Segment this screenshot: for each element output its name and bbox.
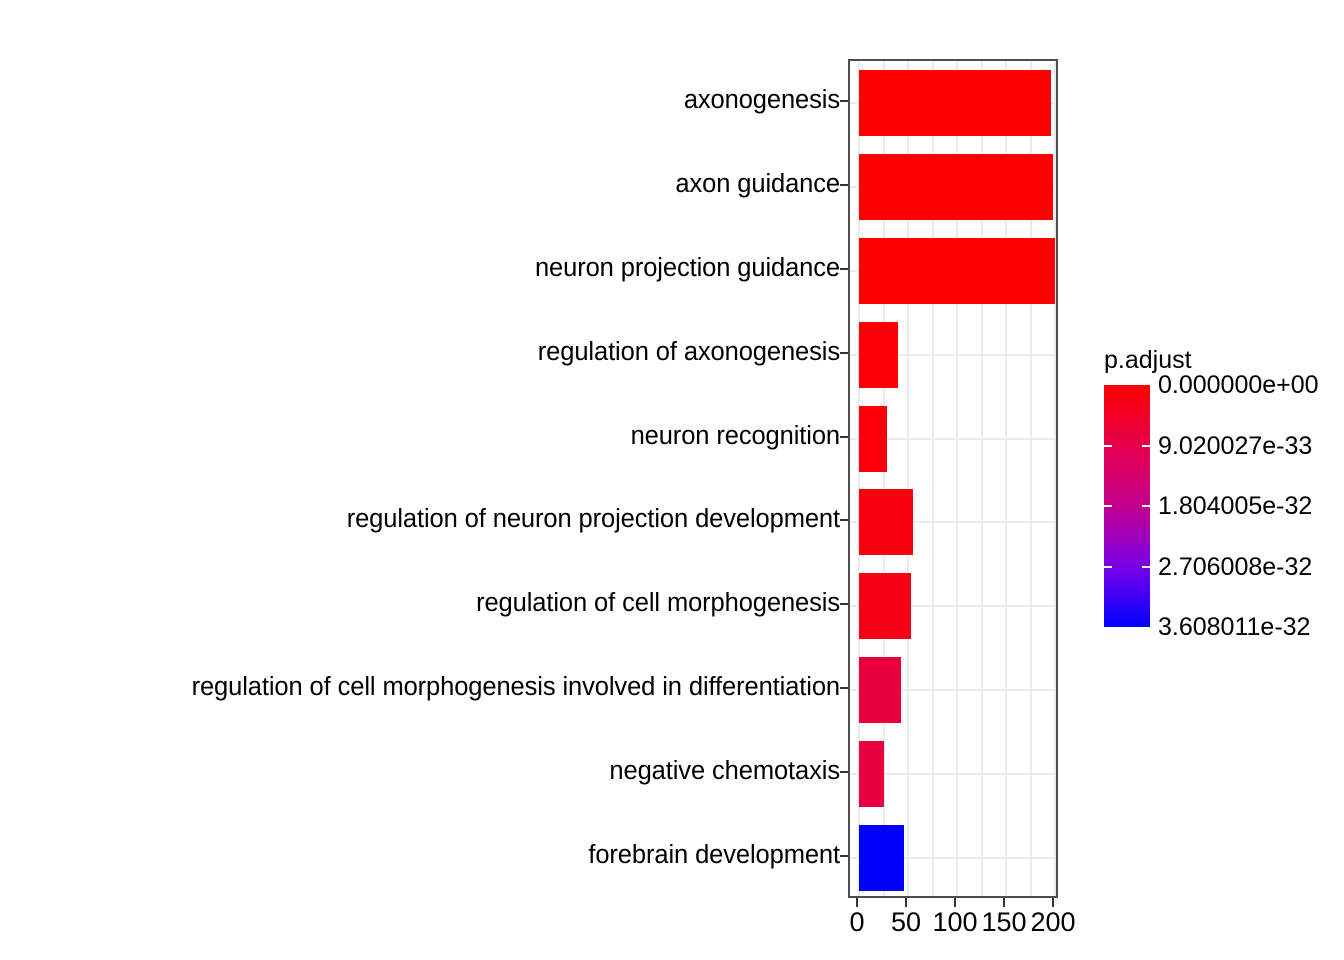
legend-tick: [1104, 444, 1112, 447]
gridline-vertical: [980, 61, 983, 896]
y-axis-tick: [840, 687, 848, 690]
gridline-horizontal: [850, 605, 1056, 608]
legend-tick: [1142, 444, 1150, 447]
gridline-vertical: [931, 61, 934, 896]
y-axis-label: regulation of cell morphogenesis: [476, 589, 840, 618]
y-axis-tick: [840, 267, 848, 270]
legend-tick: [1104, 505, 1112, 507]
y-axis-label: neuron recognition: [630, 421, 841, 450]
gridline-horizontal: [850, 353, 1056, 356]
x-axis-label: 0: [849, 907, 865, 937]
x-axis-label: 50: [890, 907, 922, 937]
bar: [859, 321, 899, 388]
gridline-vertical: [1054, 61, 1056, 896]
legend-key-label: 1.804005e-32: [1158, 492, 1313, 520]
legend-tick: [1104, 565, 1112, 568]
x-axis-tick: [905, 898, 907, 907]
gridline-vertical: [1029, 61, 1032, 896]
y-axis-label: axon guidance: [675, 169, 840, 198]
gridline-horizontal: [850, 857, 1056, 860]
y-axis-labels: axonogenesis axon guidance neuron projecti…: [0, 58, 848, 898]
gridline-vertical: [858, 61, 860, 896]
gridline-vertical: [907, 61, 909, 896]
legend-key-label: 3.608011e-32: [1158, 613, 1311, 641]
legend-key-label: 9.020027e-33: [1158, 431, 1313, 460]
y-axis-tick: [840, 351, 848, 354]
y-axis-tick: [840, 183, 848, 186]
x-axis-tick: [954, 898, 956, 907]
y-axis-label: regulation of cell morphogenesis involve…: [191, 673, 841, 702]
y-axis-tick: [840, 771, 848, 774]
y-axis-tick: [840, 435, 848, 438]
gridline-horizontal: [850, 437, 1056, 440]
gridline-vertical: [1005, 61, 1007, 896]
bar: [859, 237, 1055, 304]
x-axis-ticks: [848, 898, 1058, 908]
legend-key-label: 0.000000e+00: [1158, 371, 1319, 399]
bar: [859, 657, 902, 724]
x-axis-label: 150: [981, 907, 1027, 937]
gridline-horizontal: [850, 773, 1056, 776]
legend-tick: [1142, 505, 1150, 507]
bar: [859, 825, 905, 892]
x-axis-tick: [1003, 898, 1005, 907]
y-axis-label: axonogenesis: [683, 85, 840, 114]
bar: [859, 573, 911, 640]
y-axis-tick: [840, 603, 848, 606]
gridline-vertical: [956, 61, 958, 896]
gridline-horizontal: [850, 689, 1056, 692]
bar: [859, 405, 888, 472]
legend-title: p.adjust: [1104, 346, 1192, 374]
gridline-vertical: [882, 61, 885, 896]
y-axis-tick: [840, 519, 848, 522]
bar: [859, 741, 884, 808]
y-axis-tick: [840, 855, 848, 858]
legend-key-label: 2.706008e-32: [1158, 552, 1313, 581]
plot-panel: [848, 59, 1058, 898]
x-axis-tick: [856, 898, 858, 907]
y-axis-label: forebrain development: [588, 841, 840, 870]
y-axis-tick: [840, 99, 848, 102]
y-axis-label: regulation of neuron projection developm…: [346, 505, 840, 534]
y-axis-label: neuron projection guidance: [534, 253, 840, 282]
gridline-horizontal: [850, 521, 1056, 524]
x-axis-tick: [1052, 898, 1054, 907]
x-axis-label: 200: [1030, 907, 1076, 937]
y-axis-label: regulation of axonogenesis: [537, 337, 840, 366]
bar: [859, 153, 1054, 220]
legend-tick: [1142, 565, 1150, 568]
x-axis-label: 100: [932, 907, 978, 937]
bar: [859, 489, 913, 556]
y-axis-label: negative chemotaxis: [609, 757, 840, 786]
bar: [859, 69, 1052, 136]
